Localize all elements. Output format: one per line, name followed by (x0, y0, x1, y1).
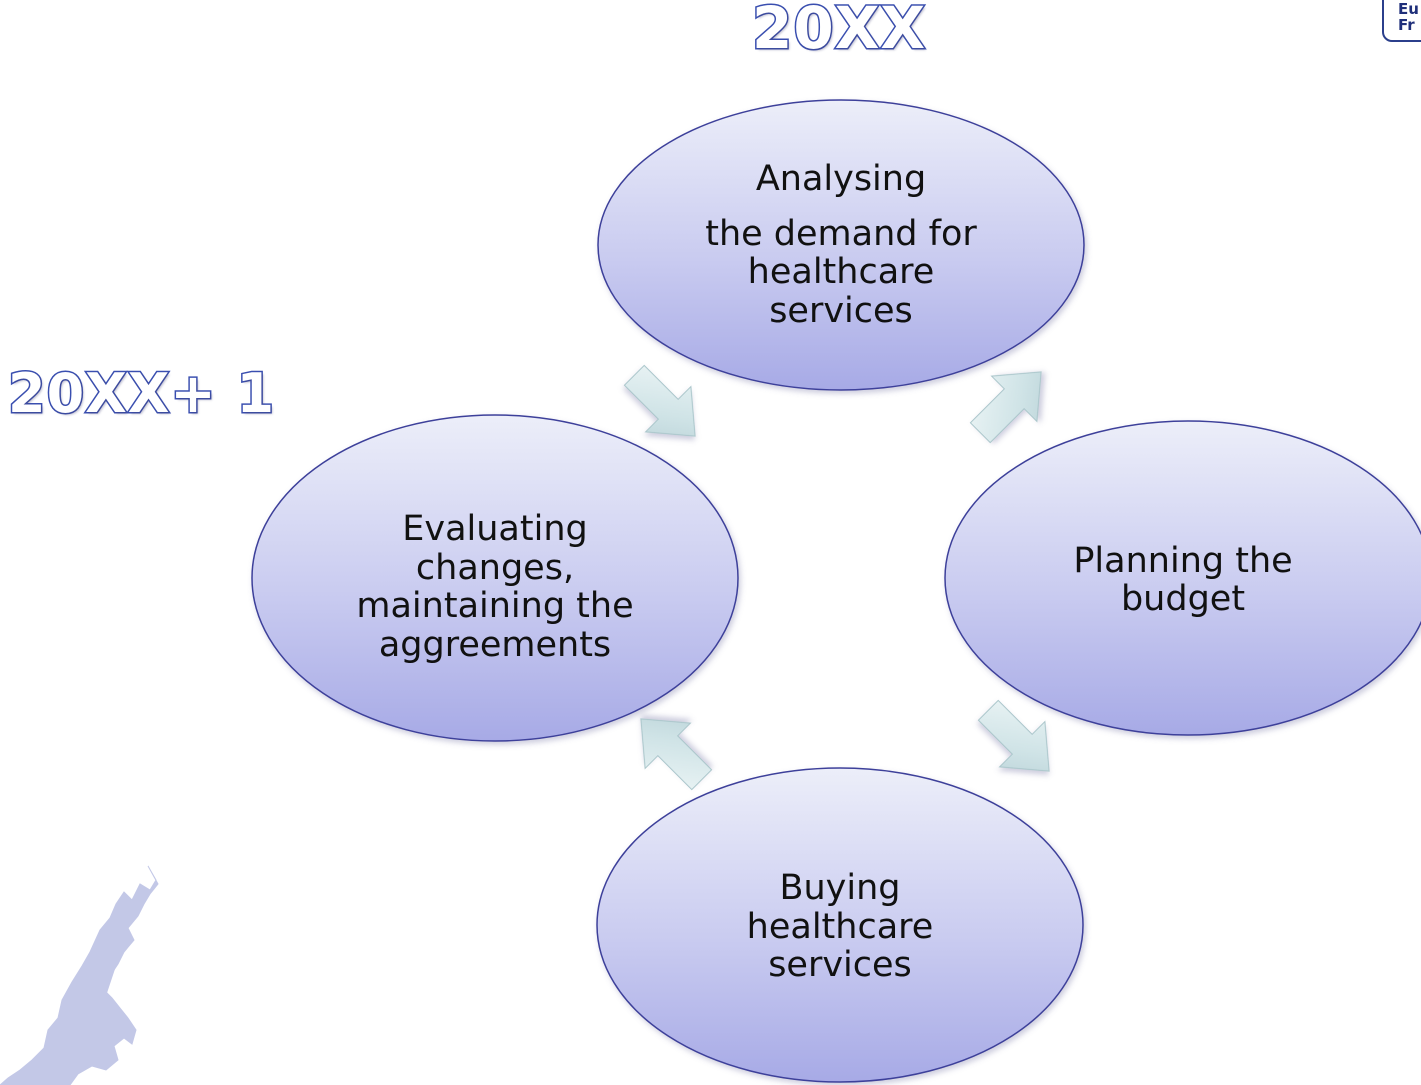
europe-map-silhouette (0, 865, 159, 1085)
year-heading-top: 20XX (750, 0, 927, 64)
node-buying-line-1: Buying (779, 868, 901, 909)
node-evaluating-line-1: Evaluating (402, 509, 588, 549)
node-buying-services: Buying healthcare services (600, 832, 1080, 1022)
corner-badge-line-1: Eu (1398, 0, 1419, 18)
node-analysing-demand: Analysing the demand for healthcare serv… (598, 120, 1084, 370)
node-planning-budget: Planning the budget (948, 505, 1418, 655)
europe-map-scandinavia (84, 928, 122, 1030)
node-evaluating-line-3: maintaining the (356, 586, 634, 626)
node-evaluating-changes: Evaluating changes, maintaining the aggr… (255, 472, 735, 702)
node-evaluating-line-4: aggreements (378, 624, 612, 665)
node-planning-line-2: budget (1120, 579, 1246, 619)
node-analysing-line-4: services (769, 290, 913, 331)
ellipse-analysing (597, 99, 1085, 391)
arrow-buying-to-evaluating (640, 718, 713, 791)
node-planning-line-1: Planning the (1073, 540, 1293, 581)
node-analysing-line-3: healthcare (747, 252, 935, 292)
arrow-analysing-to-planning (969, 371, 1042, 444)
ellipse-buying (596, 767, 1084, 1083)
ellipse-planning (944, 420, 1421, 736)
arrow-planning-to-buying (977, 699, 1050, 772)
node-analysing-line-1: Analysing (755, 159, 927, 199)
node-analysing-line-2: the demand for (705, 213, 977, 254)
node-buying-line-2: healthcare (746, 906, 934, 947)
node-evaluating-line-2: changes, (415, 547, 575, 588)
arrow-evaluating-to-analysing (623, 364, 696, 437)
corner-logo-badge: Eu Fr (1382, 0, 1421, 42)
ellipse-evaluating (251, 414, 739, 742)
corner-badge-line-2: Fr (1398, 16, 1415, 34)
year-heading-left: 20XX+ 1 (6, 361, 276, 427)
node-buying-line-3: services (768, 945, 912, 986)
